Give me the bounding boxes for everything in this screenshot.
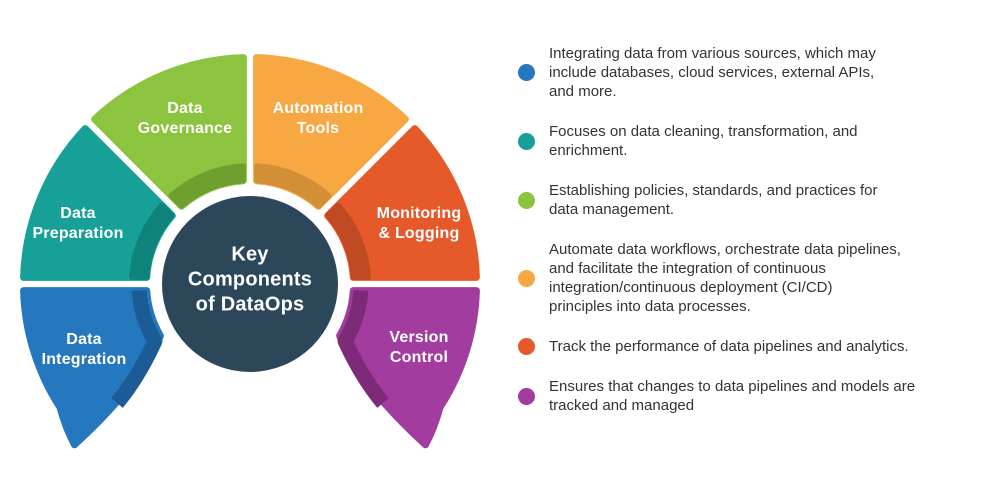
data-preparation-dot-icon (518, 132, 535, 150)
data-integration-inner-shade (111, 289, 163, 408)
data-governance-dot-icon (518, 191, 535, 209)
monitoring-logging-dot-icon (518, 338, 535, 355)
automation-tools-inner-shade (254, 163, 332, 209)
automation-tools-dot-icon (518, 269, 535, 287)
monitoring-logging-inner-shade (325, 202, 371, 280)
data-integration-sector (20, 287, 164, 449)
data-governance-description: Establishing policies, standards, and pr… (549, 182, 878, 218)
legend-item-version-control: Ensures that changes to data pipelines a… (518, 377, 990, 415)
legend-item-data-preparation: Focuses on data cleaning, transformation… (518, 122, 990, 160)
data-integration-description: Integrating data from various sources, w… (549, 45, 876, 100)
legend-item-automation-tools: Automate data workflows, orchestrate dat… (518, 240, 990, 316)
monitoring-logging-description: Track the performance of data pipelines … (549, 338, 909, 355)
data-preparation-inner-shade (129, 202, 175, 280)
version-control-dot-icon (518, 387, 535, 405)
fan-chart-svg (20, 54, 480, 449)
data-preparation-description: Focuses on data cleaning, transformation… (549, 123, 858, 159)
data-integration-dot-icon (518, 64, 535, 81)
legend-item-data-integration: Integrating data from various sources, w… (518, 44, 990, 101)
center-circle (162, 196, 338, 372)
dataops-fan-diagram: Data Integration Data Preparation Data G… (20, 54, 480, 449)
legend-item-monitoring-logging: Track the performance of data pipelines … (518, 337, 990, 356)
version-control-inner-shade (337, 289, 389, 408)
automation-tools-description: Automate data workflows, orchestrate dat… (549, 241, 901, 315)
legend-list: Integrating data from various sources, w… (518, 44, 990, 415)
data-governance-inner-shade (168, 163, 246, 209)
version-control-sector (336, 287, 480, 449)
version-control-description: Ensures that changes to data pipelines a… (549, 378, 916, 414)
legend-item-data-governance: Establishing policies, standards, and pr… (518, 181, 990, 219)
